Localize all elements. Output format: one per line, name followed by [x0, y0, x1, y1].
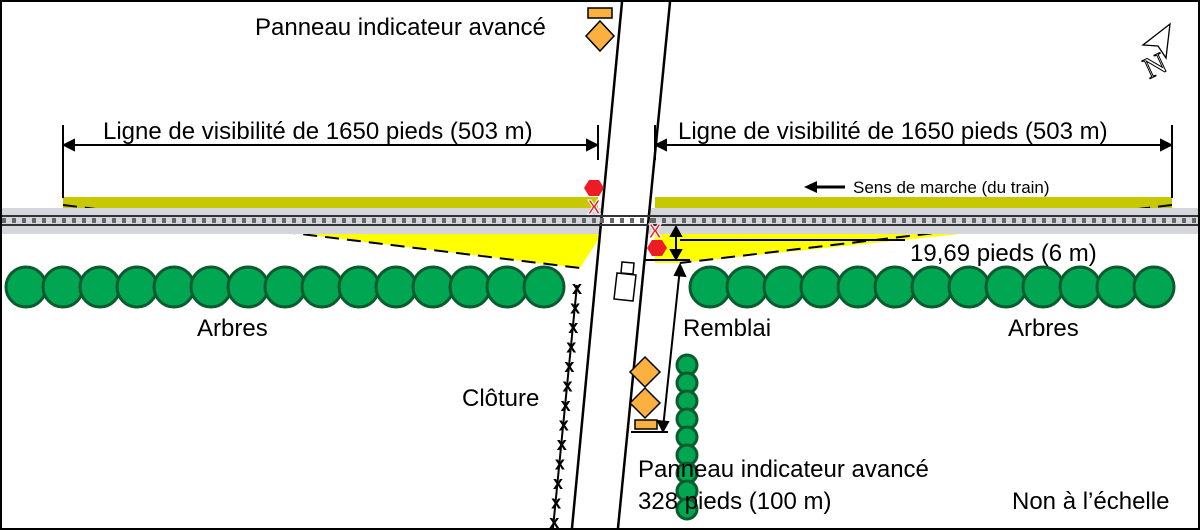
label-advance-sign-bottom: Panneau indicateur avancé: [638, 456, 929, 483]
sightline-band-right: [655, 197, 1172, 209]
tree-icon: [152, 265, 196, 309]
tree-icon: [374, 265, 418, 309]
advance-sign-top-icon: [584, 7, 616, 53]
vehicle-icon: [613, 261, 637, 302]
label-advance-sign-top: Panneau indicateur avancé: [255, 14, 546, 41]
label-train-direction: Sens de marche (du train): [853, 178, 1050, 197]
label-sightline-left: Ligne de visibilité de 1650 pieds (503 m…: [103, 118, 533, 145]
label-not-to-scale: Non à l’échelle: [1012, 488, 1170, 515]
tree-icon: [1021, 265, 1065, 309]
advance-sign-distance-dimension: [631, 262, 687, 434]
tree-icon: [448, 265, 492, 309]
stop-distance-dimension: [645, 224, 905, 262]
tree-icon: [910, 265, 954, 309]
stop-sign-right-icon: [647, 240, 667, 256]
tree-icon: [984, 265, 1028, 309]
train-direction-arrow: [804, 181, 845, 193]
label-sightline-right: Ligne de visibilité de 1650 pieds (503 m…: [678, 118, 1108, 145]
tree-icon: [873, 265, 917, 309]
label-fence: Clôture: [462, 385, 540, 412]
tree-icon: [4, 265, 48, 309]
road-edge-right: [616, 1, 672, 529]
tree-icon: [41, 265, 85, 309]
trees: [4, 265, 1176, 521]
sightline-band-left: [63, 197, 598, 209]
sightline-dimension-left: [61, 125, 600, 198]
tree-icon: [836, 265, 880, 309]
tree-icon: [799, 265, 843, 309]
crossbuck-right-icon: X: [648, 221, 662, 243]
tree-icon: [115, 265, 159, 309]
tree-icon: [226, 265, 270, 309]
label-stop-distance: 19,69 pieds (6 m): [910, 240, 1097, 267]
tree-icon: [1058, 265, 1102, 309]
tree-icon: [78, 265, 122, 309]
tree-icon: [300, 265, 344, 309]
tree-icon: [263, 265, 307, 309]
label-trees-right: Arbres: [1008, 315, 1079, 342]
label-embankment: Remblai: [683, 315, 772, 342]
tree-icon: [1095, 265, 1139, 309]
crossing-track: [600, 215, 652, 226]
stop-sign-left-icon: [584, 180, 604, 196]
tree-icon: [337, 265, 381, 309]
label-trees-left: Arbres: [197, 315, 268, 342]
tree-icon: [947, 265, 991, 309]
fence-line: [552, 284, 578, 529]
advance-sign-bottom-icon: [628, 355, 662, 430]
tree-icon: [411, 265, 455, 309]
road-edge-left: [570, 1, 624, 529]
crossbuck-left-icon: X: [587, 197, 601, 219]
tree-icon: [1132, 265, 1176, 309]
fence: xxxxxxxxxxxxx: [549, 278, 582, 530]
tree-icon: [189, 265, 233, 309]
tree-icon: [688, 265, 732, 309]
tree-icon: [485, 265, 529, 309]
tree-icon: [725, 265, 769, 309]
sightline-dimension-right: [653, 125, 1174, 198]
label-advance-sign-distance: 328 pieds (100 m): [638, 488, 832, 515]
tree-icon: [762, 265, 806, 309]
tree-icon: [522, 265, 566, 309]
tree-icon: [675, 497, 699, 521]
